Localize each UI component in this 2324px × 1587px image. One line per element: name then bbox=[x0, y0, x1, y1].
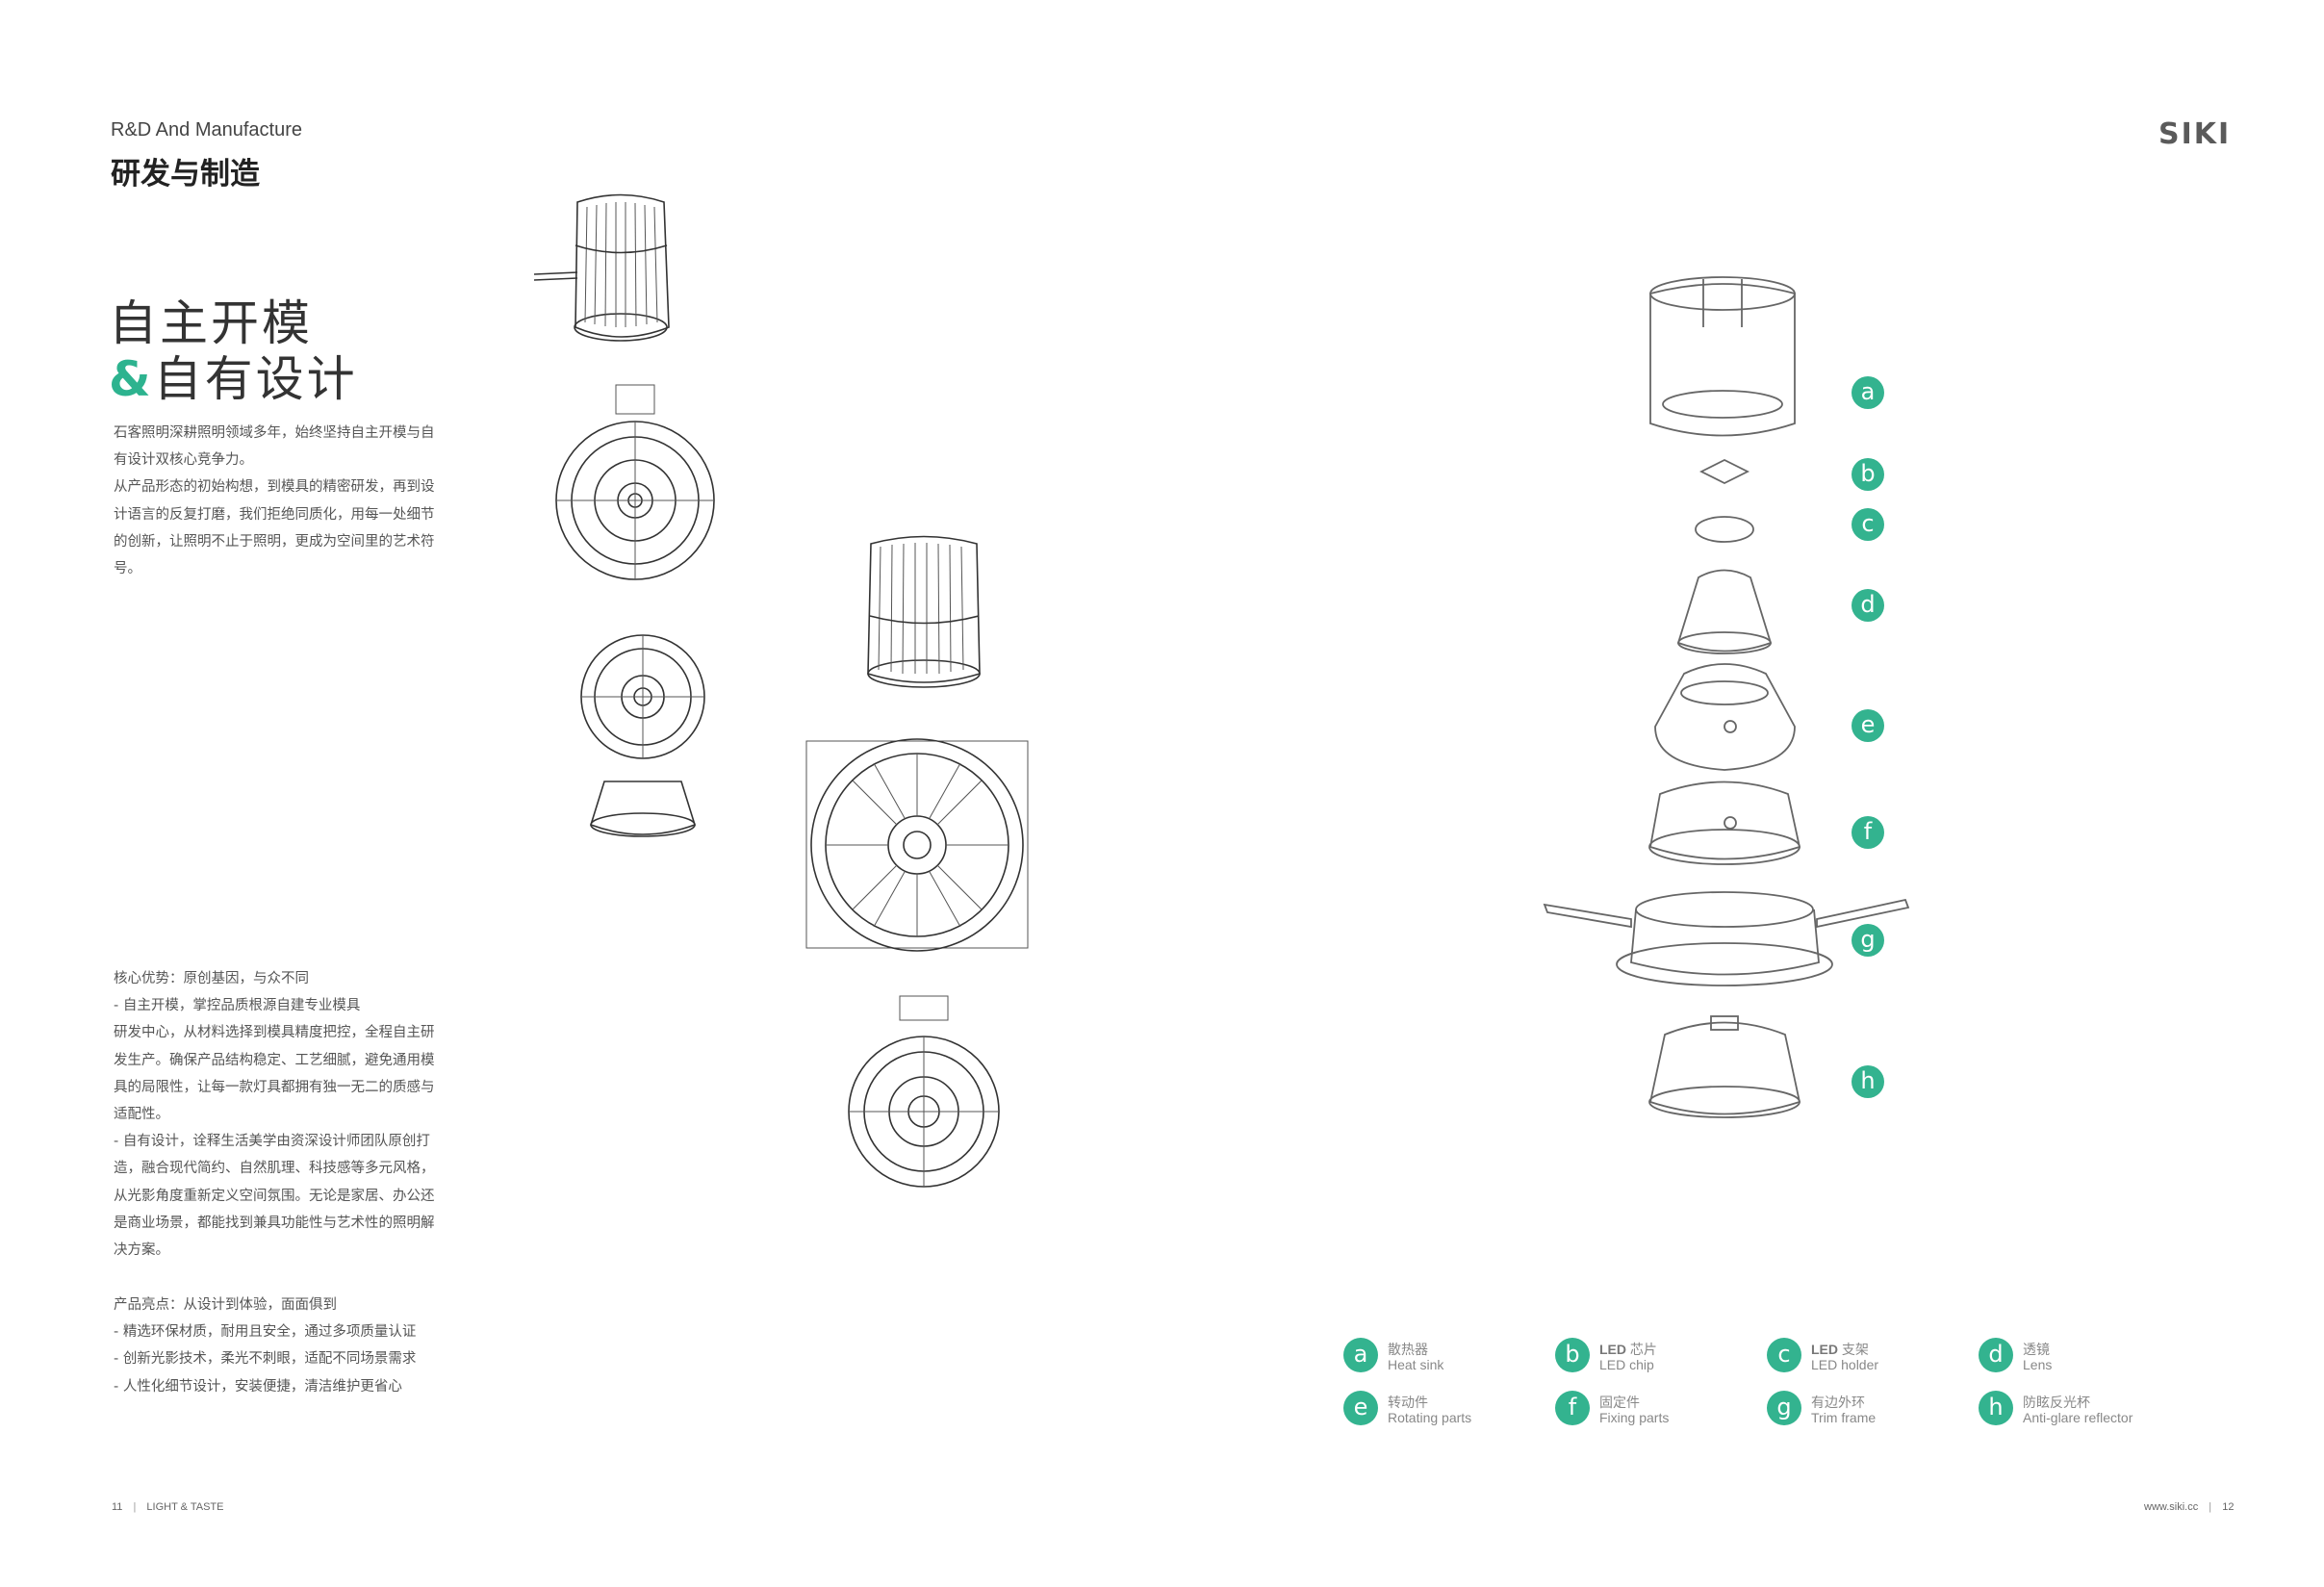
advantages-line: 研发中心，从材料选择到模具精度把控，全程自主研 bbox=[114, 1025, 435, 1041]
legend-item-g: 有边外环 Trim frame bbox=[1811, 1395, 1876, 1425]
highlights-line: 产品亮点：从设计到体验，面面俱到 bbox=[114, 1297, 337, 1313]
legend-cn: 固定件 bbox=[1599, 1395, 1640, 1410]
legend-en: Fixing parts bbox=[1599, 1410, 1670, 1425]
footer-right: www.siki.cc | 12 bbox=[2144, 1501, 2235, 1513]
sketch-heatsink-side bbox=[533, 193, 670, 342]
sketch-heatsink-top bbox=[555, 384, 715, 580]
hero-ampersand: & bbox=[109, 351, 154, 407]
part-rotating bbox=[1654, 663, 1796, 771]
advantages-line: 核心优势：原创基因，与众不同 bbox=[114, 971, 309, 986]
part-led-chip bbox=[1698, 458, 1750, 485]
legend-badge-g: g bbox=[1767, 1391, 1801, 1425]
part-lens bbox=[1676, 569, 1773, 654]
advantages-line: 是商业场景，都能找到兼具功能性与艺术性的照明解 bbox=[114, 1215, 435, 1231]
advantages-line: 适配性。 bbox=[114, 1107, 169, 1123]
legend-cn: 芯片 bbox=[1629, 1342, 1657, 1357]
intro-line: 石客照明深耕照明领域多年，始终坚持自主开模与自 bbox=[114, 425, 435, 441]
diagram-label-a: a bbox=[1852, 376, 1884, 409]
part-fixing bbox=[1648, 781, 1801, 865]
legend-badge-f: f bbox=[1555, 1391, 1590, 1425]
hero-title-line1: 自主开模 bbox=[109, 295, 313, 351]
legend-badge-h: h bbox=[1979, 1391, 2013, 1425]
legend-badge-e: e bbox=[1343, 1391, 1378, 1425]
highlights-paragraph: 产品亮点：从设计到体验，面面俱到 - 精选环保材质，耐用且安全，通过多项质量认证… bbox=[114, 1292, 446, 1400]
section-subtitle-en: R&D And Manufacture bbox=[111, 119, 302, 141]
legend-item-e: 转动件 Rotating parts bbox=[1388, 1395, 1471, 1425]
footer-url: www.siki.cc bbox=[2144, 1501, 2199, 1513]
footer-left: 11 | LIGHT & TASTE bbox=[112, 1501, 224, 1513]
legend-item-d: 透镜 Lens bbox=[2023, 1342, 2052, 1372]
highlights-line: - 精选环保材质，耐用且安全，通过多项质量认证 bbox=[114, 1324, 417, 1341]
legend-en: Rotating parts bbox=[1388, 1410, 1472, 1425]
advantages-line: - 自有设计，诠释生活美学由资深设计师团队原创打 bbox=[114, 1134, 430, 1150]
legend-item-b: LED 芯片 LED chip bbox=[1599, 1342, 1657, 1372]
section-subtitle-cn: 研发与制造 bbox=[111, 157, 260, 192]
legend-badge-a: a bbox=[1343, 1338, 1378, 1372]
intro-line: 计语言的反复打磨，我们拒绝同质化，用每一处细节 bbox=[114, 506, 435, 523]
intro-paragraph: 石客照明深耕照明领域多年，始终坚持自主开模与自 有设计双核心竞争力。 从产品形态… bbox=[114, 420, 446, 582]
legend-en: Trim frame bbox=[1811, 1410, 1877, 1425]
legend-badge-c: c bbox=[1767, 1338, 1801, 1372]
legend-badge-d: d bbox=[1979, 1338, 2013, 1372]
hero-title-line2: &自有设计 bbox=[109, 341, 358, 410]
legend-cn: 透镜 bbox=[2023, 1342, 2050, 1357]
legend-badge-b: b bbox=[1555, 1338, 1590, 1372]
legend-item-f: 固定件 Fixing parts bbox=[1599, 1395, 1669, 1425]
advantages-paragraph: 核心优势：原创基因，与众不同 - 自主开模，掌控品质根源自建专业模具 研发中心，… bbox=[114, 965, 446, 1264]
sketch-housing-top bbox=[805, 738, 1029, 952]
sketch-reflector-top bbox=[848, 995, 1000, 1188]
diagram-label-e: e bbox=[1852, 709, 1884, 742]
diagram-label-h: h bbox=[1852, 1065, 1884, 1098]
legend-prefix: LED bbox=[1599, 1342, 1626, 1357]
legend-item-h: 防眩反光杯 Anti-glare reflector bbox=[2023, 1395, 2132, 1425]
legend-en: Heat sink bbox=[1388, 1357, 1444, 1372]
legend-cn: 防眩反光杯 bbox=[2023, 1395, 2090, 1410]
legend-en: LED holder bbox=[1811, 1357, 1879, 1372]
diagram-label-d: d bbox=[1852, 589, 1884, 622]
intro-line: 号。 bbox=[114, 561, 141, 577]
highlights-line: - 人性化细节设计，安装便捷，清洁维护更省心 bbox=[114, 1378, 402, 1395]
diagram-label-g: g bbox=[1852, 924, 1884, 957]
advantages-line: 造，融合现代简约、自然肌理、科技感等多元风格， bbox=[114, 1161, 435, 1177]
sketch-holder-top bbox=[580, 634, 705, 837]
legend-en: Anti-glare reflector bbox=[2023, 1410, 2133, 1425]
legend-en: LED chip bbox=[1599, 1357, 1654, 1372]
diagram-label-f: f bbox=[1852, 816, 1884, 849]
highlights-line: - 创新光影技术，柔光不刺眼，适配不同场景需求 bbox=[114, 1351, 417, 1368]
footer-page-right: 12 bbox=[2222, 1501, 2235, 1513]
footer-tagline: LIGHT & TASTE bbox=[146, 1501, 224, 1513]
advantages-line: 发生产。确保产品结构稳定、工艺细腻，避免通用模 bbox=[114, 1052, 435, 1068]
diagram-label-c: c bbox=[1852, 508, 1884, 541]
advantages-line: 具的局限性，让每一款灯具都拥有独一无二的质感与 bbox=[114, 1079, 435, 1095]
intro-line: 有设计双核心竞争力。 bbox=[114, 452, 253, 469]
advantages-line: 从光影角度重新定义空间氛围。无论是家居、办公还 bbox=[114, 1188, 435, 1204]
legend-cn: 支架 bbox=[1841, 1342, 1869, 1357]
advantages-line: - 自主开模，掌控品质根源自建专业模具 bbox=[114, 998, 361, 1014]
part-led-holder bbox=[1695, 516, 1754, 543]
part-heat-sink bbox=[1649, 276, 1796, 437]
legend-prefix: LED bbox=[1811, 1342, 1838, 1357]
intro-line: 的创新，让照明不止于照明，更成为空间里的艺术符 bbox=[114, 533, 435, 550]
legend-en: Lens bbox=[2023, 1357, 2053, 1372]
intro-line: 从产品形态的初始构想，到模具的精密研发，再到设 bbox=[114, 479, 435, 496]
diagram-label-b: b bbox=[1852, 458, 1884, 491]
legend-cn: 散热器 bbox=[1388, 1342, 1428, 1357]
advantages-line: 决方案。 bbox=[114, 1242, 169, 1259]
footer-page-left: 11 bbox=[112, 1501, 123, 1513]
brand-logo: SIKI bbox=[2158, 117, 2232, 151]
part-trim-frame bbox=[1543, 891, 1910, 986]
legend-cn: 有边外环 bbox=[1811, 1395, 1865, 1410]
legend-cn: 转动件 bbox=[1388, 1395, 1428, 1410]
legend-item-c: LED 支架 LED holder bbox=[1811, 1342, 1878, 1372]
part-reflector bbox=[1648, 1015, 1801, 1118]
sketch-module-side bbox=[867, 535, 981, 688]
hero-title-line2-text: 自有设计 bbox=[153, 351, 358, 407]
exploded-diagram bbox=[1543, 276, 1910, 1118]
legend-item-a: 散热器 Heat sink bbox=[1388, 1342, 1443, 1372]
